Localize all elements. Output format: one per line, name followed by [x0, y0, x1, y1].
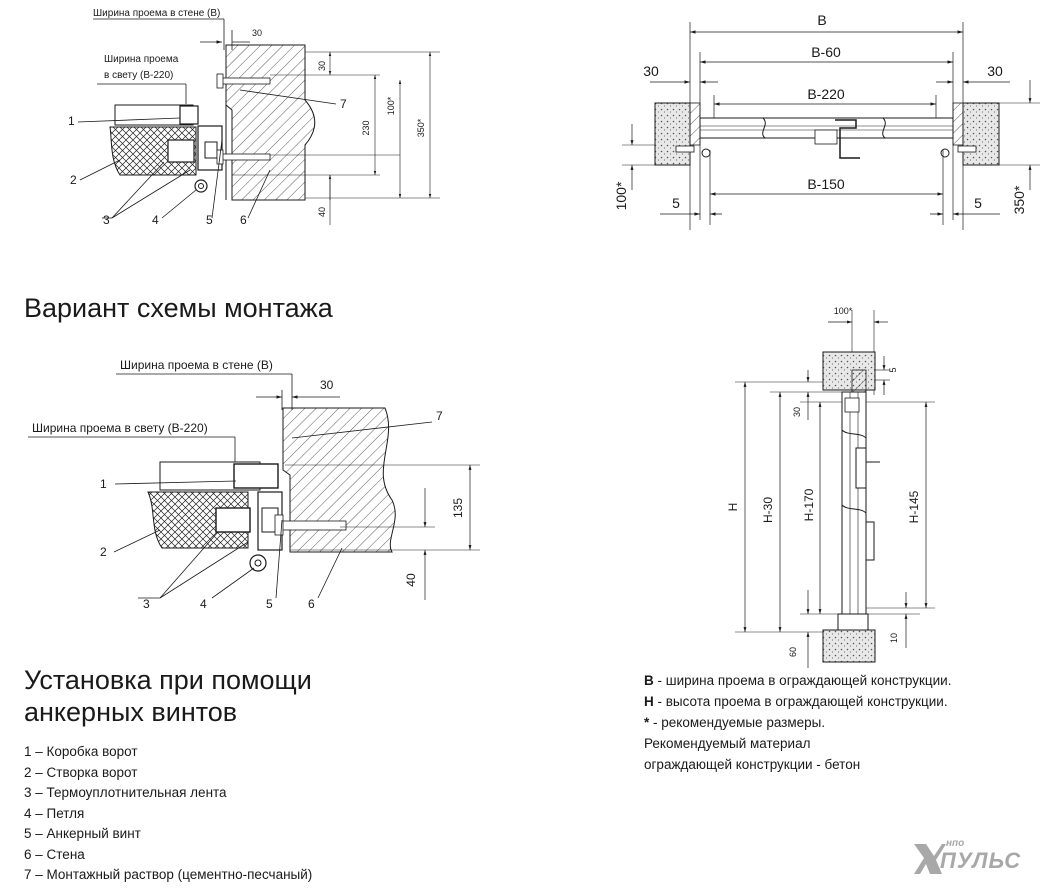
tr-dim-B60: B-60	[811, 44, 841, 60]
top-right-plan: B B-60 30 30 B-220 B-150	[613, 12, 1040, 230]
brand-logo: нпо ПУЛЬС	[912, 836, 1032, 876]
tl-callout-7: 7	[340, 97, 347, 111]
tl-callout-1: 1	[68, 114, 75, 128]
ml-dim-30: 30	[320, 378, 334, 392]
legend-item: 2 – Створка ворот	[24, 764, 138, 780]
top-left-detail: Ширина проема в стене (B) 30 Ширина прое…	[68, 8, 440, 227]
legend-item: 4 – Петля	[24, 805, 85, 821]
ml-callout-1: 1	[100, 477, 107, 491]
tl-label-wall-width: Ширина проема в стене (B)	[93, 8, 220, 19]
logo-big-text: ПУЛЬС	[940, 848, 1022, 873]
variant-title: Вариант схемы монтажа	[24, 293, 333, 323]
rs-dim-60: 60	[788, 647, 798, 657]
rs-dim-10: 10	[889, 633, 899, 643]
rs-dim-5: 5	[888, 367, 898, 372]
tl-dim-350: 350*	[416, 118, 426, 137]
legend-item: 5 – Анкерный винт	[24, 826, 141, 841]
tl-dim-30-h: 30	[252, 28, 262, 38]
right-section: 100* 5 H H-30 30 H-17	[726, 306, 935, 668]
tr-dim-5-left: 5	[672, 195, 680, 211]
ml-dim-135: 135	[451, 498, 465, 518]
ml-callout-3: 3	[143, 597, 150, 611]
tr-dim-B150: B-150	[807, 176, 845, 192]
rs-dim-100: 100*	[834, 306, 853, 316]
rs-dim-H: H	[726, 503, 740, 512]
tr-dim-5-right: 5	[974, 195, 982, 211]
rs-dim-H170: H-170	[802, 488, 816, 521]
tl-callout-5: 5	[206, 213, 213, 227]
tl-dim-30-v: 30	[317, 61, 327, 71]
legend: 1 – Коробка ворот 2 – Створка ворот 3 – …	[24, 742, 312, 886]
note-star: * - рекомендуемые размеры.	[644, 715, 826, 730]
legend-item: 3 – Термоуплотнительная лента	[24, 785, 227, 800]
rs-dim-H30: H-30	[761, 497, 775, 523]
ml-callout-6: 6	[308, 597, 315, 611]
tl-dim-230: 230	[361, 120, 371, 135]
install-title-line2: анкерных винтов	[24, 697, 238, 727]
note-b: B - ширина проема в ограждающей конструк…	[644, 673, 952, 688]
ml-label-clear: Ширина проема в свету (B-220)	[32, 421, 208, 435]
logo-mark-icon	[914, 844, 946, 874]
note-h: H - высота проема в ограждающей конструк…	[644, 694, 948, 709]
tl-callout-6: 6	[240, 213, 247, 227]
rs-dim-30: 30	[792, 407, 802, 417]
tl-label-clear-1: Ширина проема	[104, 54, 179, 65]
logo-small-text: нпо	[946, 838, 965, 849]
install-title-line1: Установка при помощи	[24, 665, 312, 695]
ml-callout-5: 5	[266, 597, 273, 611]
ml-callout-4: 4	[200, 597, 207, 611]
legend-item: 6 – Стена	[24, 846, 85, 862]
note-material-1: Рекомендуемый материал	[644, 736, 811, 751]
legend-item: 1 – Коробка ворот	[24, 744, 138, 759]
middle-left-detail: Ширина проема в стене (B) 30 Ширина прое…	[28, 358, 480, 611]
tl-label-clear-2: в свету (B-220)	[104, 70, 173, 81]
tr-dim-30-right: 30	[987, 63, 1003, 79]
tl-dim-40: 40	[317, 207, 327, 217]
legend-item: 7 – Монтажный раствор (цементно-песчаный…	[24, 867, 313, 882]
tr-dim-30-left: 30	[643, 63, 659, 79]
tl-callout-2: 2	[70, 173, 77, 187]
tr-dim-B: B	[817, 12, 826, 28]
tr-dim-350: 350*	[1011, 185, 1027, 214]
rs-dim-H145: H-145	[907, 490, 921, 523]
ml-callout-2: 2	[100, 545, 107, 559]
tl-dim-100: 100*	[386, 96, 396, 115]
ml-callout-7: 7	[436, 409, 443, 423]
tl-callout-4: 4	[152, 213, 159, 227]
ml-dim-40: 40	[404, 573, 418, 587]
tr-dim-100: 100*	[613, 181, 629, 210]
notes: B - ширина проема в ограждающей конструк…	[644, 670, 951, 775]
ml-label-wall-width: Ширина проема в стене (B)	[120, 358, 273, 372]
tl-callout-3: 3	[103, 213, 110, 227]
note-material-2: ограждающей конструкции - бетон	[644, 757, 861, 772]
tr-dim-B220: B-220	[807, 86, 845, 102]
